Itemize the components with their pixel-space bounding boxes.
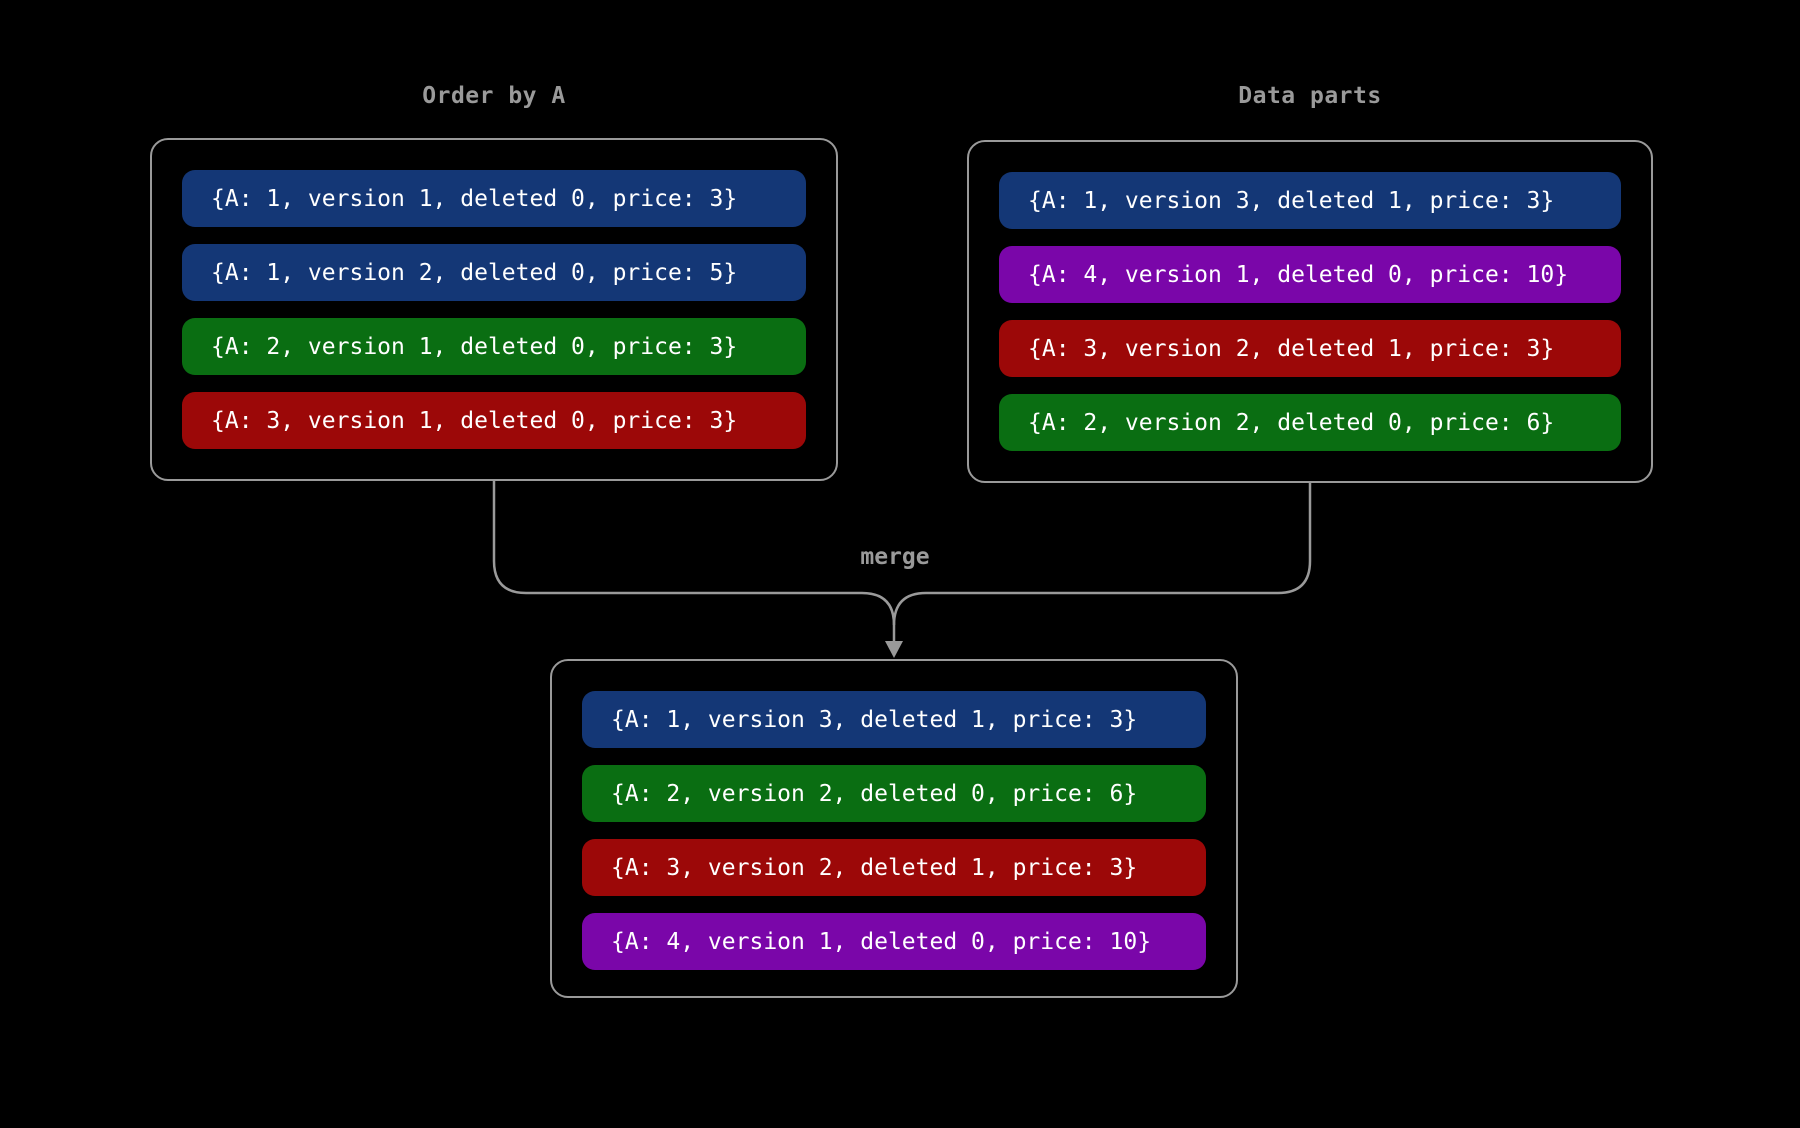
order-by-a-title: Order by A: [422, 83, 566, 109]
arrow-down-icon: [885, 641, 903, 658]
panel-order-by-a: {A: 1, version 1, deleted 0, price: 3} {…: [150, 138, 838, 481]
data-part-row: {A: 4, version 1, deleted 0, price: 10}: [582, 913, 1206, 970]
data-parts-title: Data parts: [1238, 83, 1382, 109]
data-part-row: {A: 4, version 1, deleted 0, price: 10}: [999, 246, 1621, 303]
data-part-row: {A: 2, version 1, deleted 0, price: 3}: [182, 318, 806, 375]
data-part-row: {A: 2, version 2, deleted 0, price: 6}: [999, 394, 1621, 451]
panel-data-parts: {A: 1, version 3, deleted 1, price: 3} {…: [967, 140, 1653, 483]
data-part-row: {A: 1, version 3, deleted 1, price: 3}: [582, 691, 1206, 748]
data-part-row: {A: 1, version 1, deleted 0, price: 3}: [182, 170, 806, 227]
data-part-row: {A: 3, version 2, deleted 1, price: 3}: [999, 320, 1621, 377]
data-part-row: {A: 3, version 2, deleted 1, price: 3}: [582, 839, 1206, 896]
data-part-row: {A: 2, version 2, deleted 0, price: 6}: [582, 765, 1206, 822]
panel-merge-result: {A: 1, version 3, deleted 1, price: 3} {…: [550, 659, 1238, 998]
merge-label: merge: [860, 544, 930, 570]
data-part-row: {A: 3, version 1, deleted 0, price: 3}: [182, 392, 806, 449]
data-part-row: {A: 1, version 3, deleted 1, price: 3}: [999, 172, 1621, 229]
data-part-row: {A: 1, version 2, deleted 0, price: 5}: [182, 244, 806, 301]
